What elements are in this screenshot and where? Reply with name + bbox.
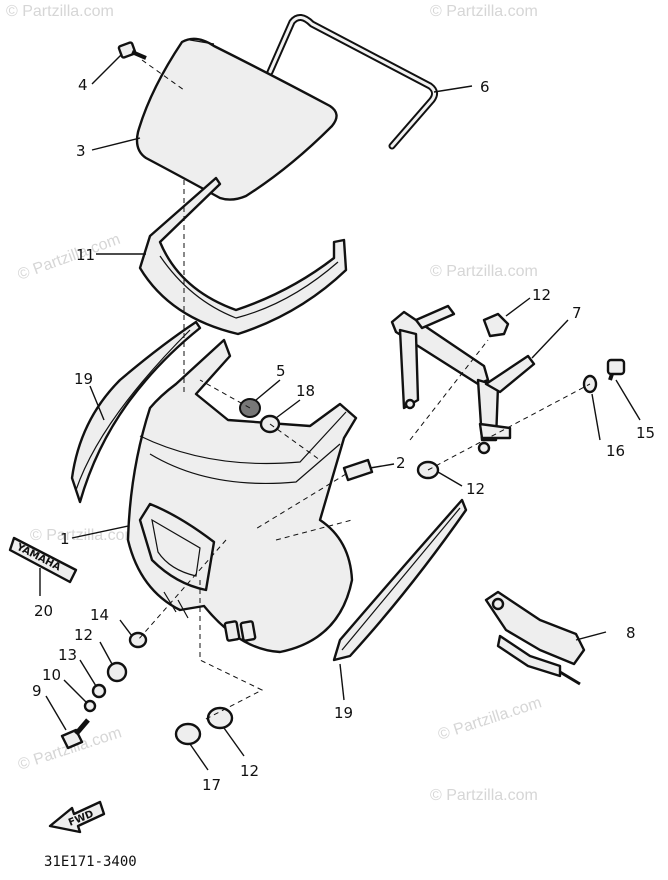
callout-18: 18 [296,382,315,400]
part-10-washer [83,699,97,713]
callout-16: 16 [606,442,625,460]
part-4-screw [117,41,147,60]
callout-17: 17 [202,776,221,794]
callout-2: 2 [396,454,406,472]
callout-1: 1 [60,530,70,548]
callout-8: 8 [626,624,636,642]
callout-11: 11 [76,246,95,264]
emblem-text: YAMAHA [14,541,63,573]
part-8-bracket-assembly [484,590,586,686]
callout-9: 9 [32,682,42,700]
callouts: 4 3 6 11 12 7 19 5 18 2 12 16 15 1 20 14… [32,76,655,794]
callout-19-left: 19 [74,370,93,388]
part-12-grommet-bottom [206,706,234,730]
callout-15: 15 [636,424,655,442]
part-19-stripe-right [332,498,468,662]
watermark-3: © Partzilla.com [16,231,123,284]
callout-12-left: 12 [74,626,93,644]
callout-13: 13 [58,646,77,664]
callout-7: 7 [572,304,582,322]
watermark-4: © Partzilla.com [430,263,538,280]
part-11-garnish [138,176,348,336]
callout-6: 6 [480,78,490,96]
callout-3: 3 [76,142,86,160]
part-14-nut [128,631,148,649]
fwd-arrow: FWD [48,800,106,834]
part-12-grommet-top [482,312,510,338]
callout-5: 5 [276,362,286,380]
part-17-collar [174,722,202,746]
callout-4: 4 [78,76,88,94]
part-1-cowling [126,338,358,654]
watermark-7: © Partzilla.com [436,694,544,743]
part-2-plate [342,458,374,482]
callout-12-mid: 12 [466,480,485,498]
callout-12-bottom: 12 [240,762,259,780]
callout-20: 20 [34,602,53,620]
part-15-bolt-head [606,358,626,376]
callout-14: 14 [90,606,109,624]
part-13-washer [91,683,107,699]
part-19-stripe-left [70,320,202,504]
callout-19-right: 19 [334,704,353,722]
leader-lines [39,53,641,771]
diagram-code: 31E171-3400 [44,854,137,870]
part-3-windshield [135,37,338,201]
watermark-8: © Partzilla.com [430,787,538,804]
watermark-2: © Partzilla.com [430,3,538,20]
watermark-1: © Partzilla.com [6,3,114,20]
guide-lines [137,59,591,721]
callout-10: 10 [42,666,61,684]
part-12-grommet-left [106,661,128,683]
part-7-stay-bracket [390,304,536,455]
callout-12-top: 12 [532,286,551,304]
